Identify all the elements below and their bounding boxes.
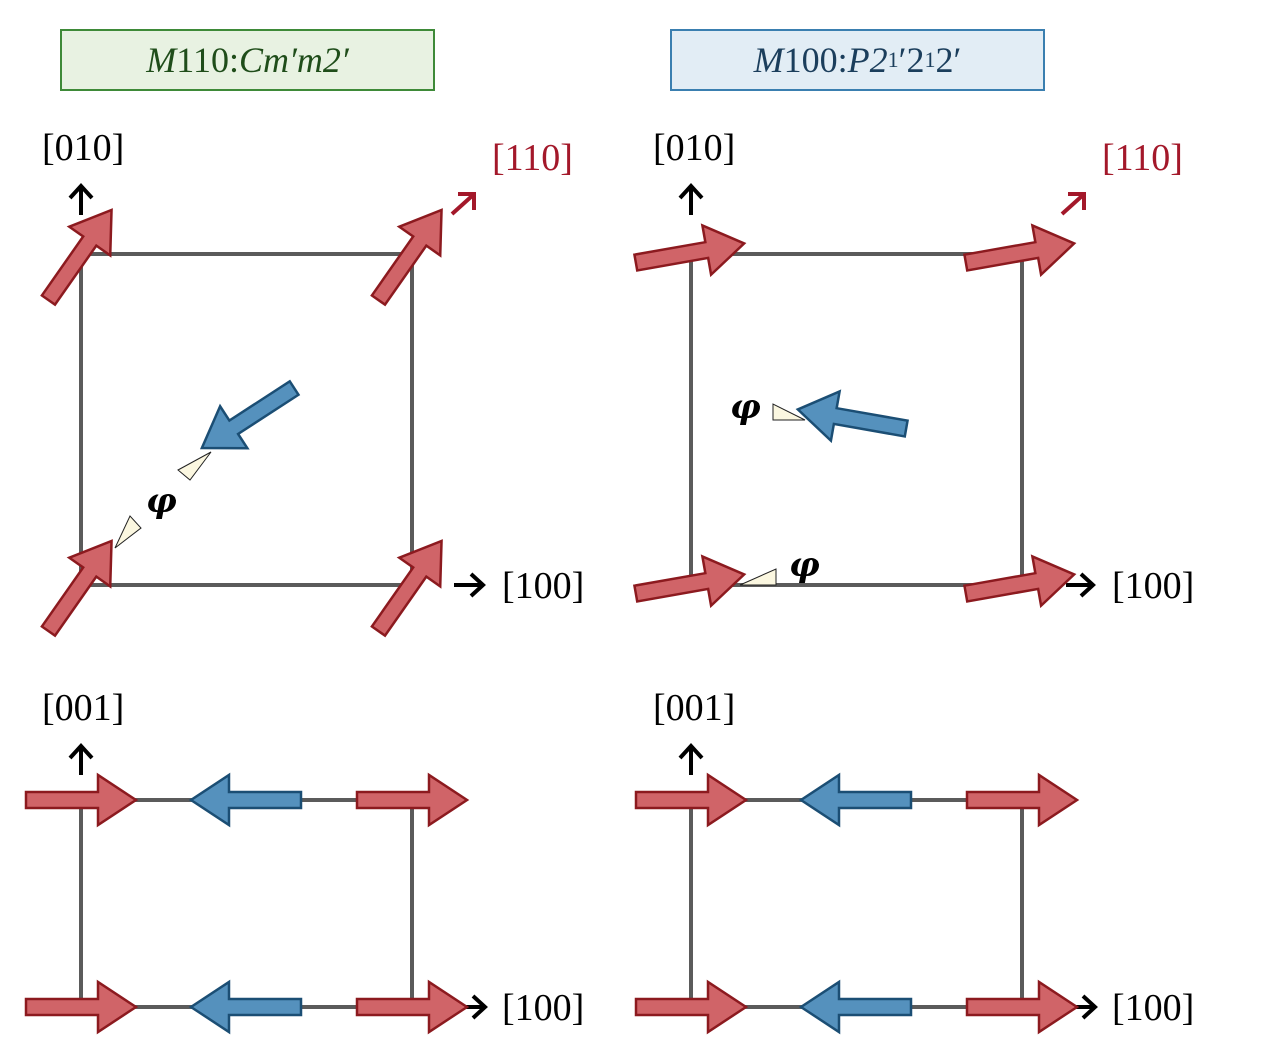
spin-arrow-blue-bottom-center <box>188 979 303 1035</box>
title-m110-symbol: M <box>146 40 177 80</box>
axis-arrow-100 <box>454 572 486 598</box>
spin-arrow-red-top-left <box>24 772 139 828</box>
spin-arrow-red-corner-br <box>962 554 1077 609</box>
title-m100-group-mid: ′2 <box>898 40 925 80</box>
cant-angle-wedge <box>772 403 806 421</box>
spin-arrow-red-corner-bl <box>40 539 113 638</box>
axis-arrow-001 <box>678 743 704 775</box>
angle-phi-label: φ <box>730 387 761 427</box>
axis-label-010: [010] <box>42 127 124 169</box>
title-m100-group-p2: P2 <box>847 40 888 80</box>
title-m100-group-tail: 2′ <box>935 40 962 80</box>
unit-cell-frame <box>689 798 1024 1009</box>
axis-label-100: [100] <box>502 987 584 1029</box>
axis-label-100: [100] <box>1112 565 1194 607</box>
axis-label-110: [110] <box>492 137 573 179</box>
spin-arrow-red-bottom-right <box>355 979 470 1035</box>
panel-m100-ac: [001] [100] <box>634 687 1194 1035</box>
spin-arrow-red-corner-tl <box>632 223 747 278</box>
cant-angle-wedge <box>114 515 142 549</box>
spin-arrow-red-top-left <box>634 772 749 828</box>
spin-arrow-blue-center <box>795 389 910 444</box>
spin-arrow-blue-bottom-center <box>798 979 913 1035</box>
axis-arrow-010 <box>68 183 94 215</box>
axis-arrow-010 <box>678 183 704 215</box>
spin-arrow-blue-top-center <box>798 772 913 828</box>
cant-angle-wedge <box>177 451 212 481</box>
spin-arrow-red-corner-bl <box>632 554 747 609</box>
axis-arrow-110 <box>450 192 476 216</box>
axis-label-100: [100] <box>1112 987 1194 1029</box>
unit-cell-frame <box>79 252 414 587</box>
title-m100-sub2: 1 <box>924 47 936 72</box>
spin-arrow-red-corner-tr <box>962 223 1077 278</box>
axis-label-100: [100] <box>502 565 584 607</box>
axis-label-001: [001] <box>42 687 124 729</box>
unit-cell-frame <box>79 798 414 1009</box>
spin-arrow-blue-center <box>199 379 301 450</box>
axis-arrow-110 <box>1060 192 1086 216</box>
cant-angle-wedge <box>739 568 777 586</box>
title-m110-number: 110: <box>176 40 239 80</box>
angle-phi-label: φ <box>146 481 177 521</box>
spin-arrow-red-corner-br <box>370 539 443 638</box>
axis-label-010: [010] <box>653 127 735 169</box>
spin-arrow-red-corner-tl <box>40 208 113 307</box>
angle-phi-label: φ <box>789 545 820 585</box>
title-m100-sub1: 1 <box>887 47 899 72</box>
title-m100-symbol: M <box>753 40 784 80</box>
title-m100-number: 100: <box>783 40 848 80</box>
panel-m100-ab: [010] [110] [100] φ φ <box>632 127 1194 609</box>
spin-arrow-red-top-right <box>355 772 470 828</box>
spin-arrow-red-corner-tr <box>370 208 443 307</box>
title-m110-group: Cm′m2′ <box>238 40 349 80</box>
spin-arrow-red-bottom-right <box>965 979 1080 1035</box>
axis-label-110: [110] <box>1102 137 1183 179</box>
unit-cell-frame <box>689 252 1024 587</box>
axis-arrow-100 <box>1066 572 1096 598</box>
panel-m110-ab: [010] [110] [100] φ <box>40 127 584 638</box>
axis-label-001: [001] <box>653 687 735 729</box>
panel-m110-ac: [001] [100] <box>24 687 584 1035</box>
spin-arrow-red-bottom-left <box>634 979 749 1035</box>
spin-arrow-red-top-right <box>965 772 1080 828</box>
spin-arrow-blue-top-center <box>188 772 303 828</box>
spin-arrow-red-bottom-left <box>24 979 139 1035</box>
axis-arrow-001 <box>68 743 94 775</box>
